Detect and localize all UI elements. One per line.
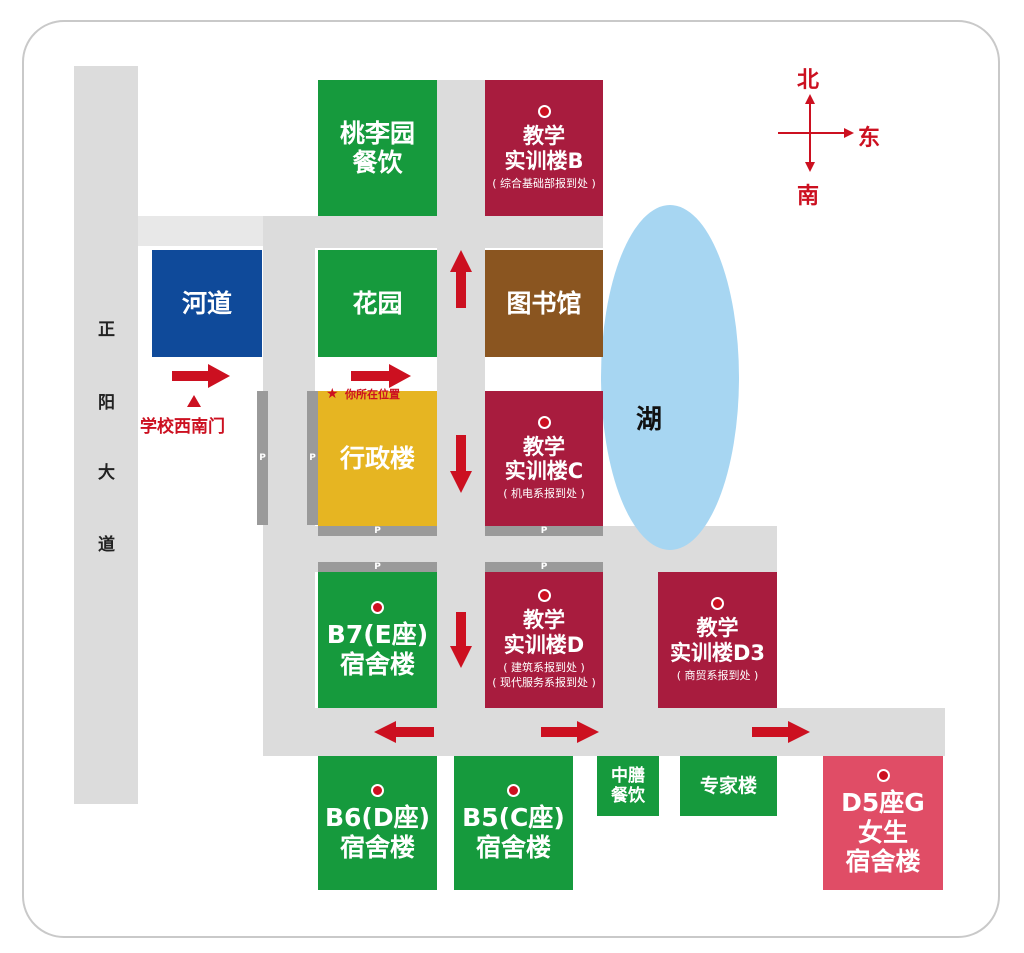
taoliyuan-line1: 桃李园 [339, 118, 415, 148]
up-arrow-icon [450, 250, 472, 308]
admin-label: 行政楼 [339, 443, 415, 473]
down-arrow-icon [450, 612, 472, 668]
parking-marker: P [257, 391, 268, 525]
location-dot-icon [876, 769, 890, 783]
c-block-line1: 教学 [523, 434, 565, 459]
experts-building: 专家楼 [680, 756, 777, 816]
west-connector-road [138, 216, 263, 246]
taoliyuan-line2: 餐饮 [352, 148, 403, 177]
location-dot-icon [711, 597, 724, 611]
taoliyuan-dining: 桃李园 餐饮 [318, 80, 437, 216]
location-dot-icon [537, 589, 551, 603]
right-arrow-icon [541, 721, 599, 743]
library-label: 图书馆 [506, 288, 582, 318]
b6-line2: 宿舍楼 [339, 832, 415, 862]
you-are-here-star-icon: ★ [326, 386, 339, 402]
b5-dormitory: B5(C座) 宿舍楼 [454, 756, 573, 890]
south-east-west-road [270, 708, 945, 756]
road-char-4: 道 [98, 535, 115, 555]
b5-line2: 宿舍楼 [475, 832, 551, 862]
parking-marker: P [485, 562, 603, 572]
lake-label: 湖 [636, 405, 663, 435]
garden-block: 花园 [318, 250, 437, 357]
road-char-2: 阳 [98, 393, 115, 413]
compass-icon [778, 94, 854, 172]
teaching-building-b: 教学 实训楼B ( 综合基础部报到处 ) [485, 80, 603, 216]
you-are-here-label: 你所在位置 [345, 388, 400, 401]
zhengyang-road [74, 66, 138, 804]
d3-block-line1: 教学 [696, 616, 739, 641]
right-arrow-icon [172, 364, 230, 388]
hedao-label: 河道 [181, 288, 232, 318]
parking-marker: P [485, 526, 603, 536]
b6-line1: B6(D座) [324, 803, 431, 832]
teaching-building-d: 教学 实训楼D ( 建筑系报到处 ) ( 现代服务系报到处 ) [485, 572, 603, 708]
north-east-west-road [263, 216, 603, 248]
left-arrow-icon [374, 721, 434, 743]
b7-dormitory: B7(E座) 宿舍楼 [318, 572, 437, 708]
d-block-note1: ( 建筑系报到处 ) [503, 660, 585, 674]
b6-dormitory: B6(D座) 宿舍楼 [318, 756, 437, 890]
road-char-1: 正 [98, 320, 115, 340]
parking-marker: P [318, 562, 437, 572]
b7-line2: 宿舍楼 [339, 649, 415, 679]
main-north-south-road [263, 216, 315, 756]
b-block-line2: 实训楼B [504, 148, 584, 173]
b-block-line1: 教学 [523, 124, 565, 149]
d5-girls-dormitory: D5座G 女生 宿舍楼 [823, 756, 943, 890]
library-block: 图书馆 [485, 250, 603, 357]
b5-line1: B5(C座) [462, 803, 565, 832]
b-block-note: ( 综合基础部报到处 ) [492, 176, 596, 190]
d3-block-line2: 实训楼D3 [669, 640, 766, 665]
d-block-line2: 实训楼D [503, 633, 585, 658]
b7-line1: B7(E座) [326, 620, 429, 649]
right-arrow-icon [752, 721, 810, 743]
c-block-line2: 实训楼C [504, 459, 584, 484]
compass-south: 南 [797, 184, 820, 209]
location-dot-icon [537, 105, 551, 119]
d-block-note2: ( 现代服务系报到处 ) [492, 676, 596, 690]
experts-label: 专家楼 [699, 774, 757, 797]
d5-line2: 女生 [857, 817, 908, 847]
gate-pointer-icon [187, 395, 201, 407]
garden-label: 花园 [352, 288, 403, 318]
right-arrow-icon [351, 364, 411, 388]
location-dot-icon [371, 601, 384, 614]
compass-north: 北 [797, 68, 820, 93]
hedao-block: 河道 [152, 250, 262, 357]
road-char-3: 大 [98, 463, 115, 483]
location-dot-icon [537, 415, 551, 429]
parking-marker: P [318, 526, 437, 536]
d5-line3: 宿舍楼 [845, 847, 921, 877]
zhongshan-line2: 餐饮 [611, 786, 645, 806]
zhongshan-dining: 中膳 餐饮 [597, 756, 659, 816]
compass-east: 东 [858, 126, 881, 151]
c-block-note: ( 机电系报到处 ) [503, 487, 585, 501]
teaching-building-d3: 教学 实训楼D3 ( 商贸系报到处 ) [658, 572, 777, 708]
location-dot-icon [507, 784, 520, 797]
lake [601, 205, 739, 550]
d5-line1: D5座G [841, 788, 925, 818]
d3-block-note: ( 商贸系报到处 ) [676, 668, 759, 682]
location-dot-icon [371, 784, 384, 797]
zhongshan-line1: 中膳 [611, 765, 645, 786]
admin-building: 行政楼 [318, 391, 437, 526]
teaching-building-c: 教学 实训楼C ( 机电系报到处 ) [485, 391, 603, 526]
parking-marker: P [307, 391, 318, 525]
west-gate-label: 学校西南门 [140, 417, 225, 437]
down-arrow-icon [450, 435, 472, 493]
d-block-line1: 教学 [523, 608, 565, 633]
